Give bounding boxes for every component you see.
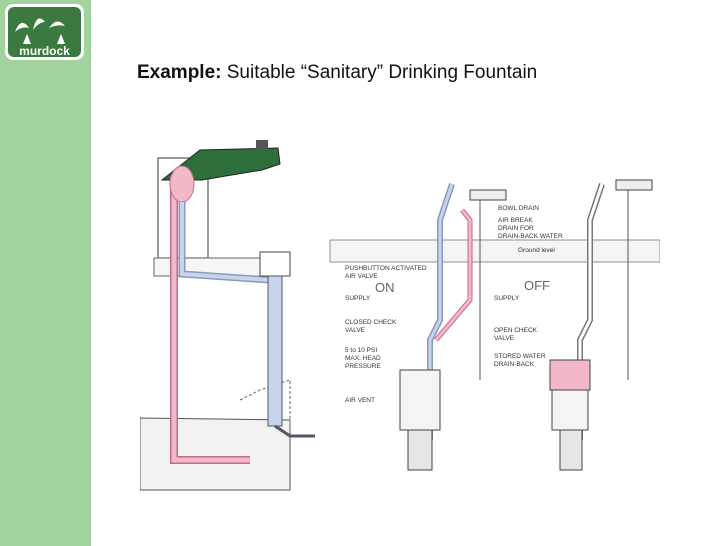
schematic-on [399,183,507,471]
label-psi: 5 to 10 PSI [345,347,377,354]
label-closed-check: CLOSED CHECK [345,319,397,326]
title-bold: Example: [137,62,222,83]
label-air-vent: AIR VENT [345,397,375,404]
label-drain-back: DRAIN-BACK [494,361,535,368]
label-air-break: AIR BREAK [498,217,533,224]
label-open-check: OPEN CHECK [494,327,538,334]
fountain-diagram: BOWL DRAIN AIR BREAK DRAIN FOR DRAIN-BAC… [140,140,660,491]
label-supply-left: SUPPLY [345,295,371,302]
logo-text: murdock [19,44,70,58]
label-drain-for: DRAIN FOR [498,225,534,232]
sidebar [0,0,91,546]
label-on: ON [375,280,395,295]
murdock-logo: murdock [5,4,84,60]
label-air-valve: AIR VALVE [345,273,378,280]
label-max-head: MAX. HEAD [345,355,381,362]
ground-strip [329,239,660,263]
label-drain-back-water: DRAIN-BACK WATER [498,233,563,240]
blue-drain-pipe [178,202,315,438]
label-pressure: PRESSURE [345,363,381,370]
label-bowl-drain: BOWL DRAIN [498,205,539,212]
label-supply-right: SUPPLY [494,295,520,302]
label-off: OFF [524,278,550,293]
pink-supply-pipe [169,165,250,464]
label-ground-level: Ground level [518,247,555,254]
schematic-off [549,179,653,471]
label-valve-left: VALVE [345,327,366,334]
slide-title: Example: Suitable “Sanitary” Drinking Fo… [137,62,537,84]
title-rest: Suitable “Sanitary” Drinking Fountain [221,62,538,83]
label-stored-water: STORED WATER [494,353,546,360]
label-valve-right: VALVE [494,335,515,342]
label-pushbutton: PUSHBUTTON ACTIVATED [345,265,427,272]
